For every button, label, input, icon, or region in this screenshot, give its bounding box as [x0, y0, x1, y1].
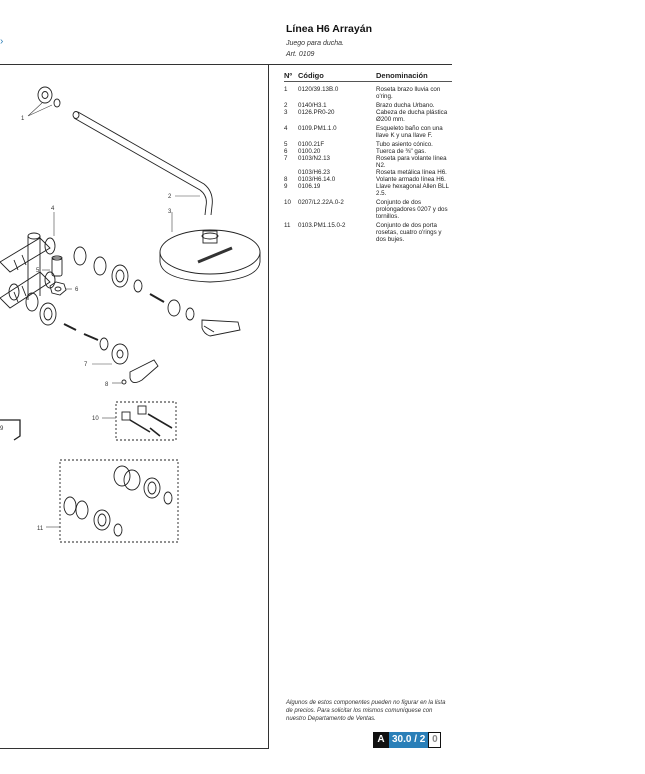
parts-table: Nº Código Denominación 1 0120/39.13B.0 R… — [284, 72, 452, 243]
table-row: 10 0207/L2.22A.0-2 Conjunto de dos prolo… — [284, 199, 448, 220]
callout-2: 2 — [168, 194, 172, 200]
table-row: 8 0103/H6.14.0 Volante armado línea H6. — [284, 176, 446, 183]
drawing-frame-right — [268, 64, 269, 748]
page-title: Línea H6 Arrayán — [286, 23, 372, 35]
part-4-valve-body — [0, 232, 56, 309]
part-2-shower-arm — [72, 111, 213, 216]
corner-mark-icon: › — [0, 36, 4, 47]
col-name-header: Denominación — [376, 72, 452, 82]
header-divider — [0, 64, 452, 65]
part-10-extensions — [115, 401, 177, 441]
part-6-nut — [49, 281, 67, 296]
exploded-parts-drawing: 1 2 3 4 5 6 7 8 9 10 11 — [0, 86, 261, 543]
callout-7: 7 — [84, 362, 88, 368]
price-list-note: Algunos de estos componentes pueden no f… — [286, 700, 446, 722]
col-code-header: Código — [298, 72, 376, 82]
callout-10: 10 — [92, 416, 99, 422]
callout-1: 1 — [21, 116, 25, 122]
table-row: 5 0100.21F Tubo asiento cónico. — [284, 141, 433, 148]
page-number: 30.0 / 2 — [389, 732, 429, 748]
page-section-letter: A — [373, 732, 389, 748]
table-row: 3 0126.PR0-20 Cabeza de ducha plástica Ø… — [284, 109, 448, 123]
callout-3: 3 — [168, 209, 172, 215]
page-sub-number: 0 — [428, 732, 442, 748]
part-11-rosette-holders — [59, 459, 179, 543]
page-number-badge: A 30.0 / 2 0 — [373, 732, 442, 748]
callout-5: 5 — [36, 268, 40, 274]
table-row: 1 0120/39.13B.0 Roseta brazo lluvia con … — [284, 86, 441, 100]
drawing-frame-bottom — [0, 748, 269, 749]
col-num-header: Nº — [284, 72, 298, 82]
callout-9: 9 — [0, 426, 4, 432]
table-row: 4 0109.PM1.1.0 Esqueleto baño con una ll… — [284, 125, 443, 139]
table-row: 0103/H6.23 Roseta metálica línea H6. — [298, 169, 447, 176]
callout-8: 8 — [105, 382, 109, 388]
part-1-rosette — [37, 86, 61, 108]
page-subtitle: Juego para ducha. — [286, 40, 344, 47]
table-row: 11 0103.PM1.15.0-2 Conjunto de dos porta… — [284, 222, 442, 243]
callout-4: 4 — [51, 206, 55, 212]
callout-11: 11 — [37, 526, 44, 532]
article-number: Art. 0109 — [286, 51, 315, 58]
table-row: 6 0100.20 Tuerca de ⅜" gas. — [284, 148, 427, 155]
part-5-tube — [51, 255, 63, 277]
table-row: 2 0140/H3.1 Brazo ducha Urbano. — [284, 102, 435, 109]
table-row: 7 0103/N2.13 Roseta para volante línea N… — [284, 155, 447, 169]
part-3-shower-head — [159, 229, 261, 283]
table-row: 9 0106.19 Llave hexagonal Allen BLL 2.5. — [284, 183, 449, 197]
callout-6: 6 — [75, 287, 79, 293]
table-header-row: Nº Código Denominación — [284, 72, 452, 82]
